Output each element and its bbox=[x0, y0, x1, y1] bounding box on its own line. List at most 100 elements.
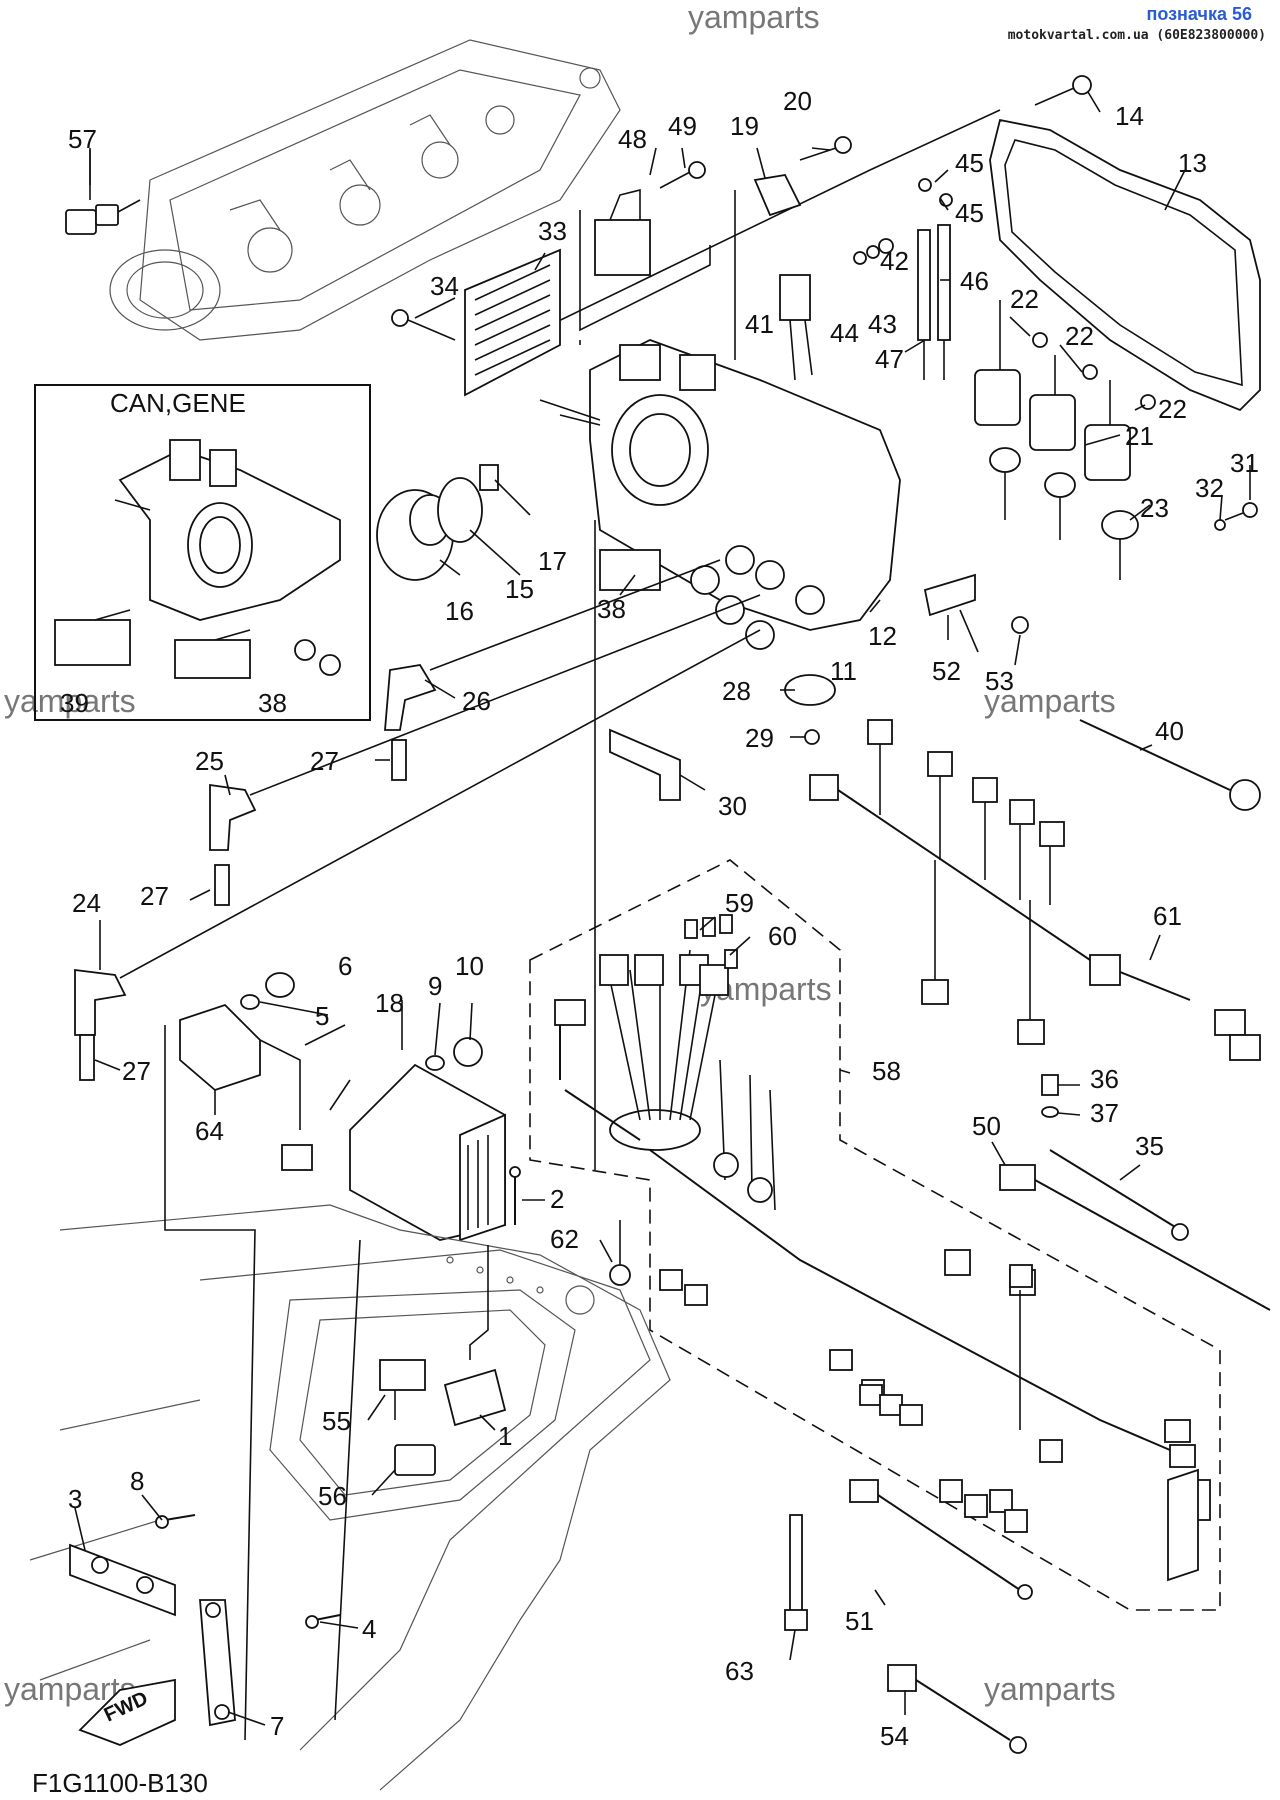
callout-41: 41 bbox=[745, 309, 774, 339]
callout-45a: 45 bbox=[955, 148, 984, 178]
screw-49 bbox=[659, 161, 706, 189]
callout-8: 8 bbox=[130, 1466, 144, 1496]
screw-2 bbox=[509, 1166, 521, 1225]
callout-64: 64 bbox=[195, 1116, 224, 1146]
main-harness bbox=[554, 949, 1211, 1582]
spark-plugs-27 bbox=[79, 739, 407, 1081]
plate-3 bbox=[69, 1543, 176, 1617]
callout-16: 16 bbox=[445, 596, 474, 626]
callout-28: 28 bbox=[722, 676, 751, 706]
callout-15: 15 bbox=[505, 574, 534, 604]
callout-47: 47 bbox=[875, 344, 904, 374]
callout-35: 35 bbox=[1135, 1131, 1164, 1161]
callout-14: 14 bbox=[1115, 101, 1144, 131]
unit-64 bbox=[179, 1003, 313, 1171]
callout-49: 49 bbox=[668, 111, 697, 141]
source-label: motokvartal.com.ua (60E823800000) bbox=[1007, 28, 1266, 43]
watermark: yamparts bbox=[4, 683, 136, 719]
gasket-13 bbox=[989, 118, 1261, 412]
electrical-box bbox=[559, 339, 901, 650]
callout-17: 17 bbox=[538, 546, 567, 576]
callout-61: 61 bbox=[1153, 901, 1182, 931]
callout-22a: 22 bbox=[1010, 284, 1039, 314]
spacer-10 bbox=[453, 1037, 483, 1067]
callout-34: 34 bbox=[430, 271, 459, 301]
callout-58: 58 bbox=[872, 1056, 901, 1086]
fuse-holder-41 bbox=[779, 274, 813, 381]
callout-2: 2 bbox=[550, 1184, 564, 1214]
callout-1: 1 bbox=[498, 1421, 512, 1451]
callout-50: 50 bbox=[972, 1111, 1001, 1141]
callout-52: 52 bbox=[932, 656, 961, 686]
sensor-54 bbox=[887, 1664, 1027, 1754]
plug-cap-25 bbox=[209, 594, 761, 851]
screw-62 bbox=[609, 1220, 631, 1286]
callout-26: 26 bbox=[462, 686, 491, 716]
sensor-56 bbox=[394, 1444, 436, 1476]
screw-29 bbox=[804, 729, 820, 745]
callout-54: 54 bbox=[880, 1721, 909, 1751]
callout-40: 40 bbox=[1155, 716, 1184, 746]
callout-38b: 38 bbox=[258, 688, 287, 718]
callout-6: 6 bbox=[338, 951, 352, 981]
ignition-coils bbox=[974, 300, 1139, 580]
callout-12: 12 bbox=[868, 621, 897, 651]
callout-27c: 27 bbox=[122, 1056, 151, 1086]
engine-block bbox=[109, 39, 621, 341]
callout-56: 56 bbox=[318, 1481, 347, 1511]
callout-59: 59 bbox=[725, 888, 754, 918]
bolt-36 bbox=[1041, 1074, 1059, 1096]
callout-36: 36 bbox=[1090, 1064, 1119, 1094]
callout-4: 4 bbox=[362, 1614, 376, 1644]
callout-5: 5 bbox=[315, 1001, 329, 1031]
washer-37 bbox=[1041, 1106, 1059, 1118]
callout-21: 21 bbox=[1125, 421, 1154, 451]
callout-57: 57 bbox=[68, 124, 97, 154]
callout-44: 44 bbox=[830, 318, 859, 348]
callout-27a: 27 bbox=[310, 746, 339, 776]
page-title: позначка 56 bbox=[1146, 4, 1252, 24]
relay-48 bbox=[579, 188, 711, 332]
washer-5 bbox=[240, 994, 260, 1010]
diagram-code: F1G1100-B130 bbox=[32, 1768, 208, 1798]
callout-22c: 22 bbox=[1158, 394, 1187, 424]
wire-harness-61 bbox=[809, 719, 1261, 1061]
hull-deck bbox=[29, 1204, 671, 1791]
stay-7 bbox=[199, 1599, 236, 1727]
callout-43: 43 bbox=[868, 309, 897, 339]
callout-55: 55 bbox=[322, 1406, 351, 1436]
callout-27b: 27 bbox=[140, 881, 169, 911]
callout-38a: 38 bbox=[597, 594, 626, 624]
bolt-53 bbox=[1011, 616, 1029, 634]
clip-17 bbox=[479, 464, 499, 491]
bolt-34 bbox=[391, 309, 456, 341]
bracket-19 bbox=[734, 174, 802, 360]
callout-42: 42 bbox=[880, 246, 909, 276]
part-55 bbox=[379, 1359, 426, 1420]
sensor-51 bbox=[849, 1479, 1033, 1600]
cable-tie-63 bbox=[784, 1514, 808, 1631]
callout-29: 29 bbox=[745, 723, 774, 753]
callout-13: 13 bbox=[1178, 148, 1207, 178]
callout-37: 37 bbox=[1090, 1098, 1119, 1128]
callout-46: 46 bbox=[960, 266, 989, 296]
callout-7: 7 bbox=[270, 1711, 284, 1741]
callout-23: 23 bbox=[1140, 493, 1169, 523]
callout-numbers: 57 14 13 33 34 48 49 19 20 45 45 42 46 4… bbox=[60, 86, 1259, 1751]
callout-32: 32 bbox=[1195, 473, 1224, 503]
ecu-18 bbox=[349, 1063, 506, 1242]
callout-18: 18 bbox=[375, 988, 404, 1018]
nut-42-43-44 bbox=[853, 238, 894, 265]
callout-22b: 22 bbox=[1065, 321, 1094, 351]
callout-10: 10 bbox=[455, 951, 484, 981]
grommet-15 bbox=[437, 477, 483, 543]
terminals-59-60 bbox=[684, 914, 738, 969]
callout-25: 25 bbox=[195, 746, 224, 776]
callout-62: 62 bbox=[550, 1224, 579, 1254]
bolt-31 bbox=[1214, 502, 1258, 531]
sensor-40 bbox=[1079, 719, 1261, 811]
bracket-52 bbox=[923, 573, 976, 617]
callout-3: 3 bbox=[68, 1484, 82, 1514]
bolt-4 bbox=[305, 1614, 341, 1629]
